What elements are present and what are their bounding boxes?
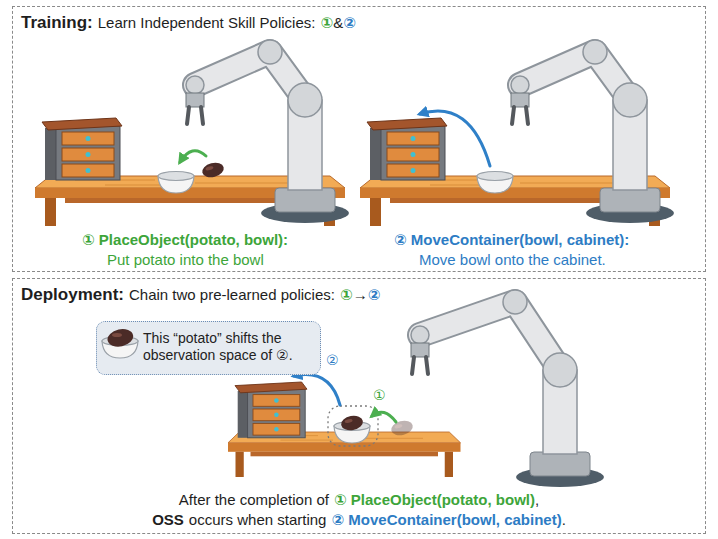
summary-punctuation: , — [535, 491, 539, 509]
summary-skill: ① PlaceObject(potato, bowl) — [334, 491, 535, 509]
skill-caption-text: Put potato into the bowl — [107, 251, 264, 269]
heading-row: Deployment: Chain two pre-learned policie… — [21, 285, 380, 305]
summary-term: OSS — [152, 511, 184, 529]
callout-number: ② — [326, 352, 339, 369]
panel-heading: Training: — [21, 13, 93, 33]
summary-text: occurs when starting — [189, 511, 327, 529]
summary-line: OSS occurs when starting② MoveContainer(b… — [0, 511, 718, 529]
heading-row: Training: Learn Independent Skill Policie… — [21, 13, 356, 33]
skill-number: ① — [340, 286, 353, 304]
panel-subheading: Chain two pre-learned policies: — [129, 286, 335, 304]
skill-caption-title: ① PlaceObject(potato, bowl): — [82, 231, 288, 249]
skill-number: ② — [343, 14, 356, 32]
skill-caption-text: Move bowl onto the cabinet. — [419, 251, 606, 269]
panel-heading: Deployment: — [21, 285, 124, 305]
summary-line: After the completion of ① PlaceObject(pot… — [0, 491, 718, 509]
skill-number: ① — [320, 14, 333, 32]
panel-subheading: Learn Independent Skill Policies: — [98, 14, 316, 32]
skill-number: ② — [368, 286, 381, 304]
summary-skill: ② MoveContainer(bowl, cabinet) — [331, 511, 561, 529]
joiner-symbol: & — [333, 14, 343, 32]
callout-box: This “potato” shifts the observation spa… — [96, 321, 321, 375]
skill-caption-title: ② MoveContainer(bowl, cabinet): — [394, 231, 629, 249]
summary-text: After the completion of — [179, 491, 329, 509]
summary-punctuation: . — [562, 511, 566, 529]
joiner-symbol: → — [353, 286, 368, 304]
callout-number: ① — [373, 387, 386, 404]
callout-text: This “potato” shifts the observation spa… — [143, 330, 310, 364]
